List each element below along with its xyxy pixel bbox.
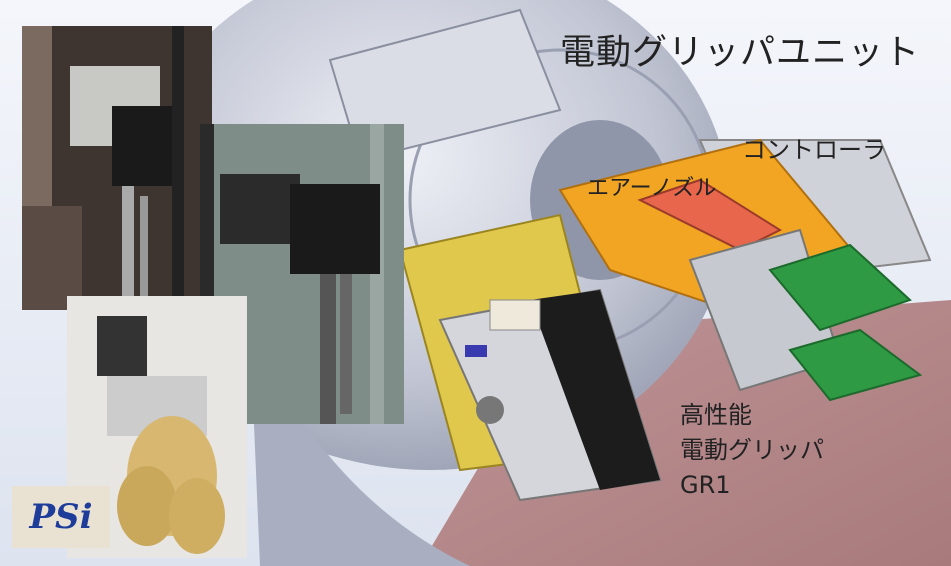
gripper-label-line2: 電動グリッパ (680, 435, 824, 464)
air-nozzle (637, 178, 783, 252)
connector (489, 299, 541, 331)
logo-text: PSi (29, 497, 93, 537)
motor-label (465, 345, 487, 357)
gripper-label-line3: GR1 (680, 470, 731, 499)
photo-gripper-left (22, 26, 212, 310)
company-logo: PSi (12, 486, 110, 548)
air-nozzle-label: エアーノズル (587, 176, 717, 201)
page-title: 電動グリッパユニット (560, 33, 921, 73)
gripper-label: 高性能 電動グリッパ GR1 (680, 398, 824, 502)
controller-label: コントローラ (742, 136, 886, 164)
gripper-label-line1: 高性能 (680, 401, 752, 429)
photo-gripper-center (200, 124, 404, 424)
robot-lower (250, 330, 470, 566)
photo-soft-gripper (67, 296, 247, 558)
motor-shaft (476, 396, 504, 424)
gripper-finger-lower (788, 328, 923, 402)
gripper-finger-upper (768, 243, 912, 332)
stepper-motor-body (530, 290, 660, 490)
